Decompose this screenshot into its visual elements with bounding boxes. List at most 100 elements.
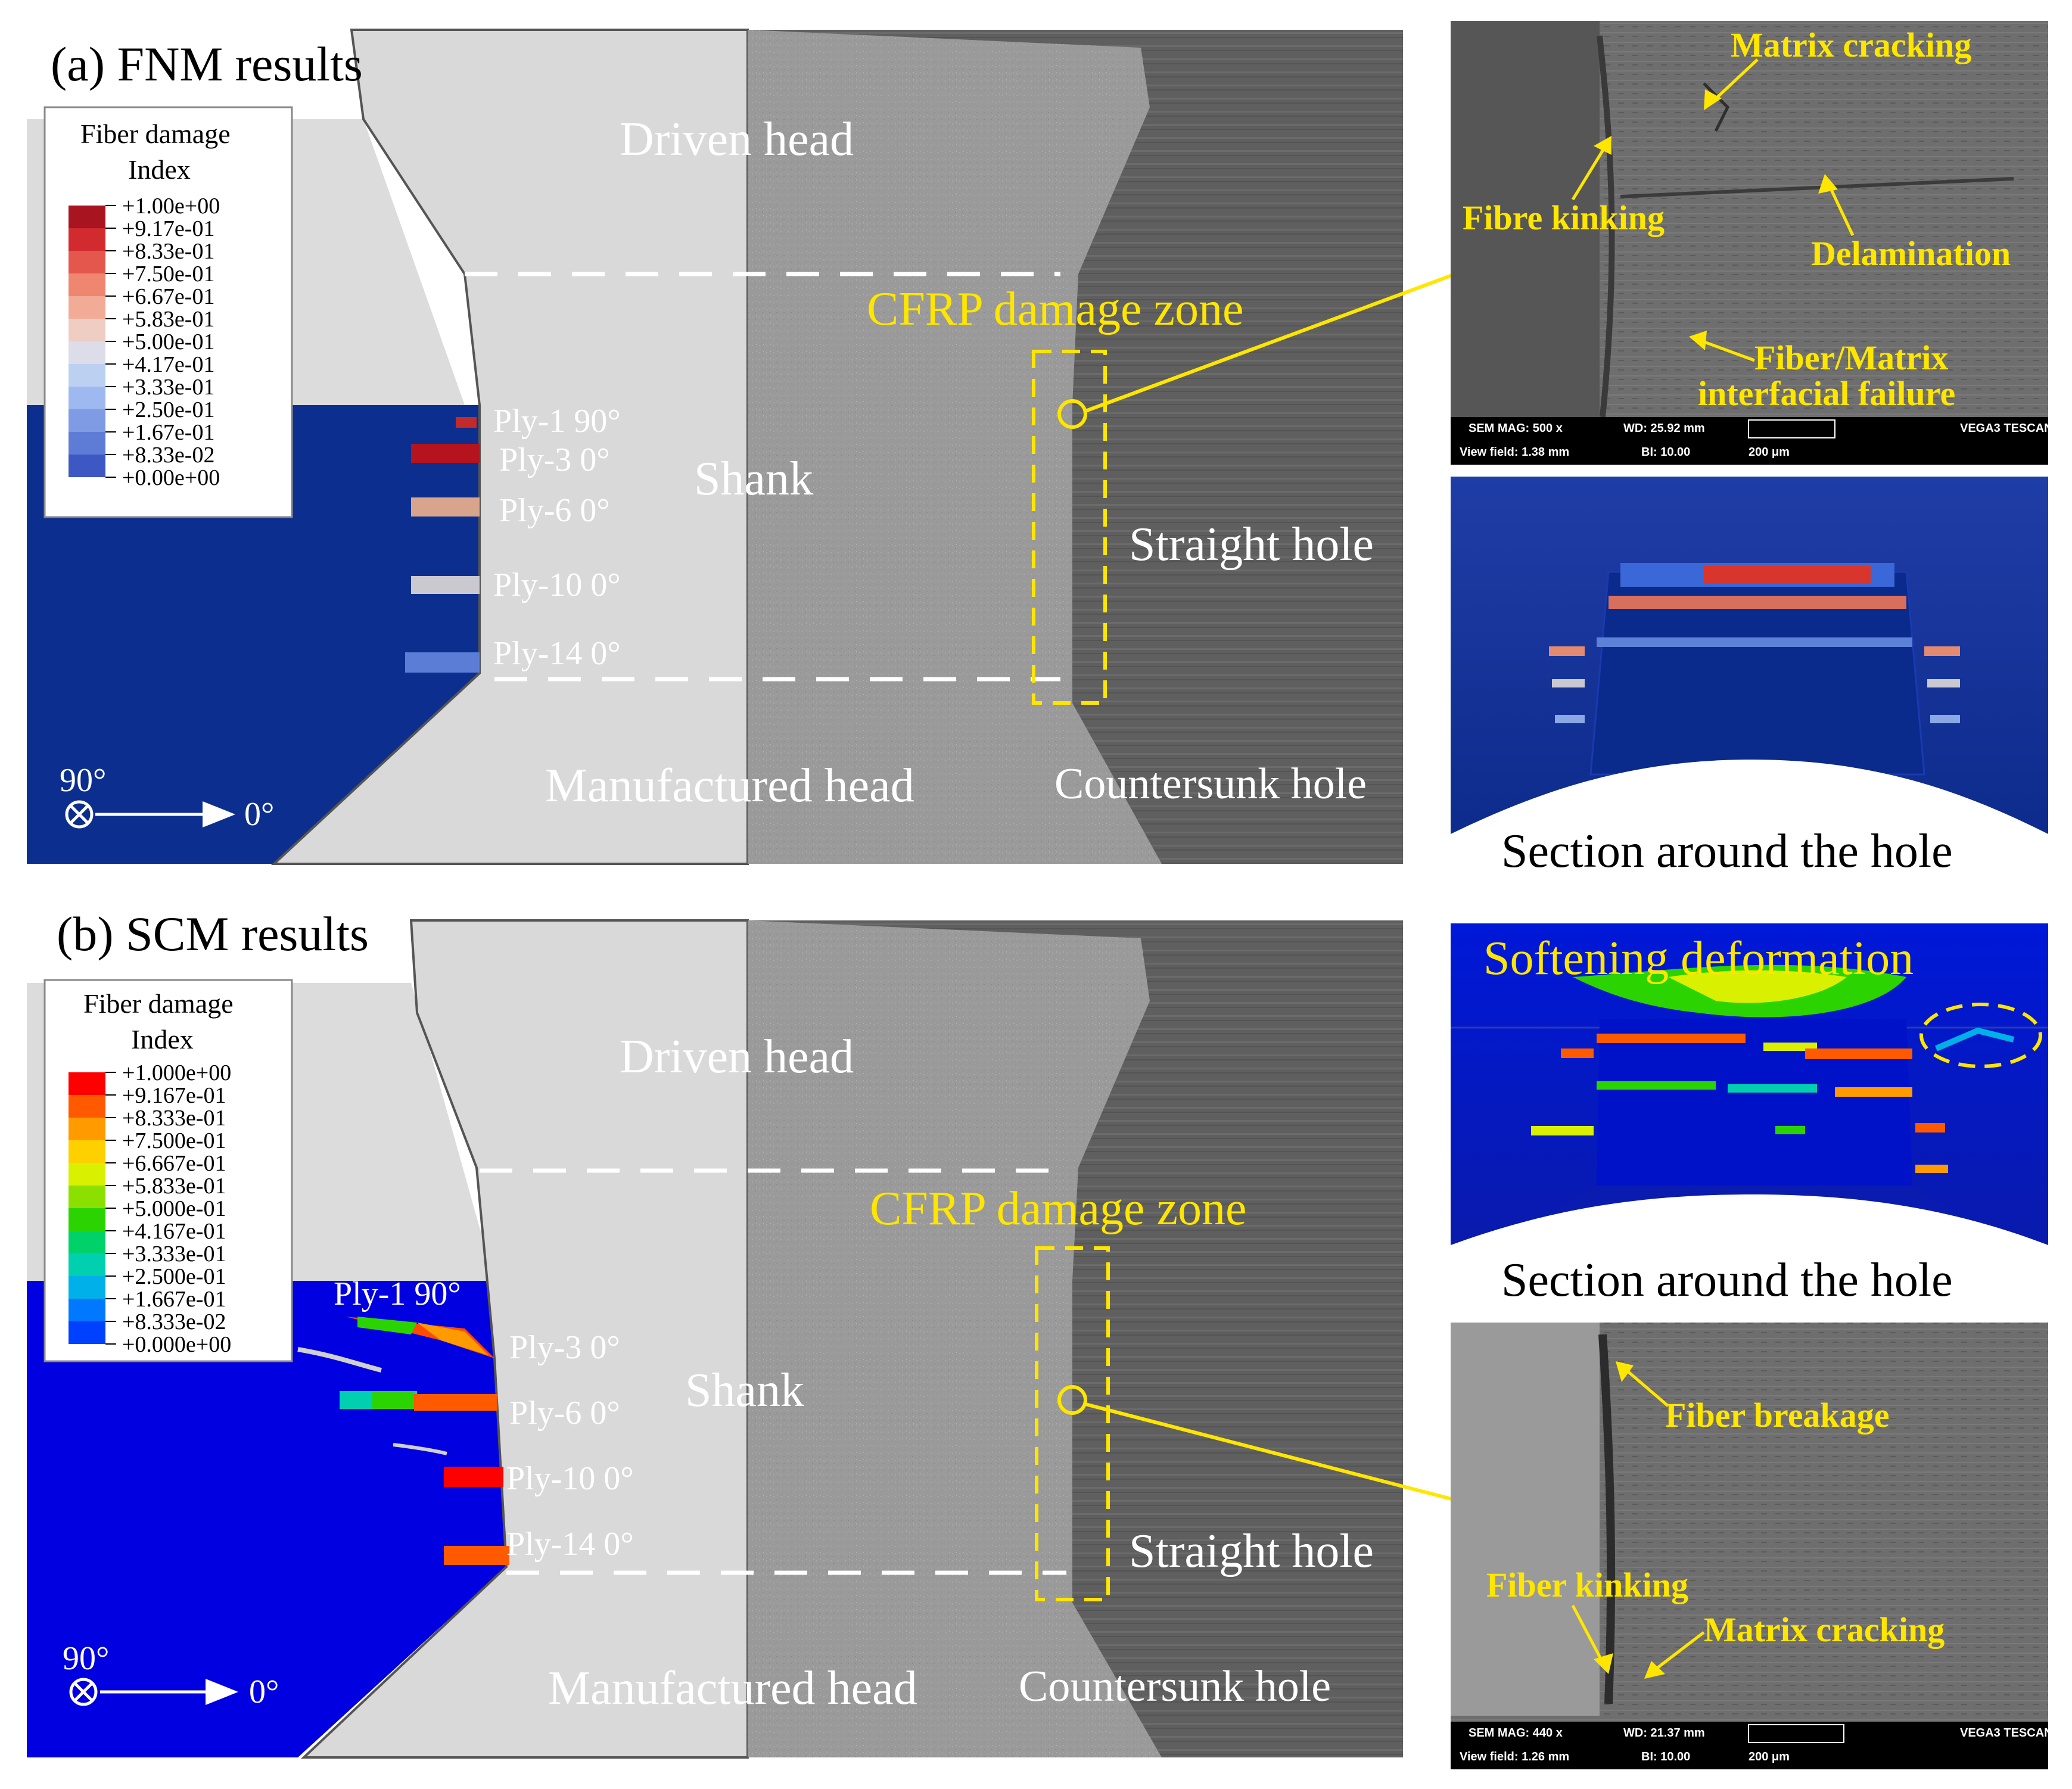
panel-b-section-view: Softening deformation Section around the… (1451, 923, 2048, 1306)
panel-a-ply-bars (405, 417, 480, 673)
panel-a-legend-tick-label: +3.33e-01 (122, 375, 214, 400)
panel-b-legend-swatch (69, 1186, 105, 1208)
panel-a-title: (a) FNM results (51, 37, 363, 91)
panel-b-sem-matrix-cracking: Matrix cracking (1704, 1610, 1945, 1649)
panel-a-axis-out-icon (65, 800, 94, 829)
panel-b-ply-label: Ply-10 0° (506, 1460, 634, 1497)
panel-a-legend-swatch (69, 296, 105, 319)
panel-a-legend-tick-label: +0.00e+00 (122, 465, 220, 490)
panel-a-sem-view-field: View field: 1.38 mm (1460, 446, 1569, 459)
panel-b-legend-tick-label: +8.333e-02 (122, 1309, 226, 1334)
panel-a-countersunk-hole-label: Countersunk hole (1054, 760, 1367, 808)
panel-a-sem-fibre-kinking: Fibre kinking (1463, 198, 1665, 237)
panel-b-legend-tick-label: +9.167e-01 (122, 1083, 226, 1108)
panel-a-damage-circle (1057, 399, 1087, 429)
panel-b-axis-arrow-icon (206, 1679, 238, 1705)
panel-a-ply-label: Ply-1 90° (493, 403, 621, 440)
panel-b-shank-label: Shank (685, 1364, 804, 1417)
panel-a-legend-swatch (69, 273, 105, 296)
panel-b-legend-swatch (69, 1321, 105, 1344)
panel-b-legend-swatch (69, 1095, 105, 1118)
panel-b-axis-90-label: 90° (63, 1640, 109, 1677)
panel-b-ply-label: Ply-14 0° (506, 1526, 634, 1563)
panel-a-legend-tick-label: +5.83e-01 (122, 307, 214, 332)
panel-a-sem-bi: BI: 10.00 (1641, 446, 1690, 459)
panel-b-rivet-sem (748, 920, 1162, 1757)
panel-a-legend-title: Fiber damage (80, 119, 231, 149)
panel-b-sem-scale: 200 μm (1749, 1750, 1790, 1763)
panel-a-legend-swatch (69, 319, 105, 341)
panel-a-ply-bar (411, 576, 480, 594)
panel-a-sem-delamination: Delamination (1811, 234, 2011, 273)
panel-b-sem-brand: VEGA3 TESCAN (1960, 1726, 2053, 1740)
panel-a-shank-label: Shank (694, 453, 813, 505)
panel-a-legend-tick-label: +8.33e-01 (122, 239, 214, 264)
panel-b-legend-swatch (69, 1231, 105, 1253)
panel-a-section-label: Section around the hole (1501, 825, 1953, 878)
panel-b-arrow-line (1085, 1402, 1484, 1509)
panel-b-legend: Fiber damage Index +1.000e+00+9.167e-01+… (43, 979, 293, 1362)
panel-b-legend-tick-label: +5.833e-01 (122, 1174, 226, 1199)
panel-a-sem-mag: SEM MAG: 500 x (1469, 422, 1563, 435)
panel-b-legend-title: Fiber damage (83, 988, 234, 1019)
panel-a-legend-swatch (69, 387, 105, 409)
panel-b-sem-bi: BI: 10.00 (1641, 1750, 1690, 1763)
panel-a-axis-arrow-icon (203, 801, 235, 827)
panel-a: (a) FNM results Driven head Shank Manufa… (27, 29, 1495, 865)
panel-b-driven-head-label: Driven head (620, 1031, 854, 1083)
panel-a-sem-interfacial-failure: interfacial failure (1698, 374, 1955, 413)
panel-a-axis: 90° 0° (60, 762, 274, 833)
panel-b-countersunk-hole-label: Countersunk hole (1019, 1662, 1331, 1711)
panel-a-sem-brand: VEGA3 TESCAN (1960, 422, 2053, 435)
panel-b-legend-swatch (69, 1276, 105, 1299)
panel-b-ply-label: Ply-3 0° (509, 1329, 620, 1366)
panel-a-manufactured-head-label: Manufactured head (545, 760, 914, 812)
panel-a-legend-swatch (69, 228, 105, 251)
panel-a-legend-swatch (69, 341, 105, 364)
panel-b-sem-fiber-breakage: Fiber breakage (1665, 1396, 1889, 1435)
panel-b-softening-label: Softening deformation (1483, 932, 1914, 985)
panel-b-legend-swatch (69, 1299, 105, 1321)
panel-b-sem-scale-bar (1748, 1724, 1844, 1743)
panel-a-arrow-line (1084, 266, 1473, 413)
panel-b-straight-hole-label: Straight hole (1129, 1525, 1374, 1578)
panel-a-ply-bar (411, 444, 480, 463)
panel-a-legend-tick-label: +8.33e-02 (122, 443, 214, 468)
panel-b-legend-tick-label: +4.167e-01 (122, 1219, 226, 1244)
panel-b-axis: 90° 0° (63, 1640, 279, 1710)
panel-a-sem-fiber-matrix: Fiber/Matrix (1754, 338, 1948, 377)
panel-b-ply-bars (297, 1317, 509, 1565)
panel-b-legend-swatch (69, 1118, 105, 1140)
panel-a-axis-90-label: 90° (60, 762, 106, 799)
panel-a-legend-tick-label: +5.00e-01 (122, 329, 214, 354)
panel-b-legend-tick-label: +8.333e-01 (122, 1106, 226, 1131)
panel-a-ply-bar (411, 497, 480, 517)
panel-b-section-label: Section around the hole (1501, 1254, 1953, 1306)
panel-a-ply-label: Ply-6 0° (499, 492, 610, 529)
panel-a-legend-swatch (69, 455, 105, 477)
panel-a-legend-swatch (69, 409, 105, 432)
panel-a-ply-bar (456, 417, 477, 428)
panel-b-legend-scale: +1.000e+00+9.167e-01+8.333e-01+7.500e-01… (69, 1060, 231, 1357)
panel-a-legend-tick-label: +7.50e-01 (122, 262, 214, 287)
panel-b-ply-label: Ply-1 90° (334, 1275, 461, 1312)
panel-a-legend-swatch (69, 432, 105, 455)
panel-b-legend-tick-label: +7.500e-01 (122, 1128, 226, 1153)
panel-a-sem-scale: 200 μm (1749, 446, 1790, 459)
panel-b-legend-tick-label: +5.000e-01 (122, 1196, 226, 1221)
panel-b-legend-tick-label: +3.333e-01 (122, 1242, 226, 1267)
panel-a-ply-bar (405, 652, 480, 673)
panel-a-laminate-fem (27, 405, 480, 864)
panel-a-section-view: Section around the hole (1451, 477, 2048, 878)
panel-a-legend-swatch (69, 206, 105, 228)
panel-b-legend-tick-label: +6.667e-01 (122, 1151, 226, 1176)
panel-b-sem-mag: SEM MAG: 440 x (1469, 1726, 1563, 1740)
panel-a-ply-label: Ply-10 0° (493, 567, 621, 603)
panel-b-ply-label: Ply-6 0° (509, 1395, 620, 1432)
panel-a-damage-zone-label: CFRP damage zone (867, 283, 1244, 335)
panel-b-sem-view-field: View field: 1.26 mm (1460, 1750, 1569, 1763)
panel-b-damage-zone-box (1035, 1246, 1110, 1601)
panel-b-damage-circle (1057, 1385, 1087, 1415)
panel-a-damage-zone-box (1032, 350, 1107, 705)
